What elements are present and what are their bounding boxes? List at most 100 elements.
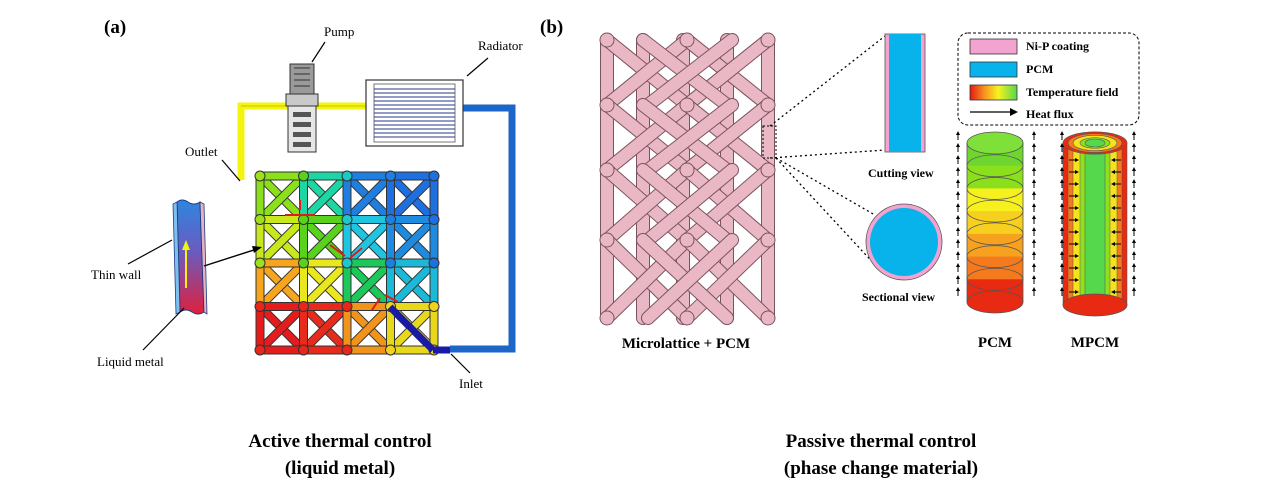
heat-flux-arrowhead <box>1060 167 1064 171</box>
legend-pcm-label: PCM <box>1026 62 1053 76</box>
heat-flux-arrowhead <box>1132 179 1136 183</box>
heat-flux-arrowhead <box>1032 203 1036 207</box>
diagonal-strut <box>642 234 738 324</box>
lattice-node <box>254 344 266 356</box>
liquid-metal-leader <box>142 307 185 351</box>
heat-flux-arrowhead <box>956 215 960 219</box>
lattice-node <box>599 232 615 248</box>
pump-label: Pump <box>324 24 354 39</box>
heat-flux-arrowhead <box>1111 290 1115 294</box>
liquid-metal-label: Liquid metal <box>97 354 164 369</box>
heat-flux-arrowhead <box>1132 287 1136 291</box>
lattice-node <box>599 97 615 113</box>
diagonal-strut <box>601 34 693 111</box>
lattice-node <box>341 301 353 312</box>
pcm-label: PCM <box>978 335 1012 351</box>
heat-flux-arrowhead <box>956 275 960 279</box>
heat-flux-arrowhead <box>1060 263 1064 267</box>
heat-flux-arrowhead <box>956 287 960 291</box>
heat-flux-arrowhead <box>1075 290 1079 294</box>
pump-flange <box>285 93 319 107</box>
lattice-node <box>341 170 353 182</box>
lattice-node <box>679 162 695 178</box>
heat-flux-arrowhead <box>1032 131 1036 135</box>
legend-temp-swatch <box>969 84 1018 101</box>
outlet-leader <box>221 159 241 182</box>
heat-flux-arrowhead <box>1060 143 1064 147</box>
heat-flux-arrowhead <box>1060 155 1064 159</box>
heat-flux-arrowhead <box>956 143 960 147</box>
panel-b: (b) Microlattice + PCM Cutting view Sect… <box>540 17 1140 479</box>
heat-flux-arrowhead <box>1132 143 1136 147</box>
mpcm-label: MPCM <box>1071 335 1119 351</box>
diagonal-strut <box>642 34 738 111</box>
microlattice-label: Microlattice + PCM <box>622 336 750 352</box>
heat-flux-arrowhead <box>1132 131 1136 135</box>
legend-nip-swatch <box>969 38 1018 55</box>
heat-flux-arrowhead <box>1111 158 1115 162</box>
heat-flux-arrowhead <box>1111 194 1115 198</box>
heat-flux-arrowhead <box>956 251 960 255</box>
heat-flux-arrowhead <box>1111 218 1115 222</box>
lattice-cell <box>255 171 308 224</box>
heat-flux-arrowhead <box>1132 239 1136 243</box>
heat-flux-arrowhead <box>1111 266 1115 270</box>
legend: Ni-P coating PCM Temperature field Heat … <box>957 32 1140 126</box>
lattice-node <box>428 214 440 225</box>
lattice-node <box>385 214 396 225</box>
outlet-label: Outlet <box>185 144 218 159</box>
legend-nip-label: Ni-P coating <box>1026 39 1089 53</box>
lattice-cell <box>255 302 308 355</box>
zoom-lines <box>769 35 886 269</box>
pump <box>285 63 319 153</box>
heat-flux-arrowhead <box>1032 191 1036 195</box>
legend-temp-label: Temperature field <box>1026 85 1119 99</box>
heat-flux-arrowhead <box>1075 254 1079 258</box>
heat-flux-arrowhead <box>1111 170 1115 174</box>
radiator-label: Radiator <box>478 38 523 53</box>
heat-flux-arrowhead <box>1075 266 1079 270</box>
lattice-cell <box>386 171 439 224</box>
lattice-node <box>760 232 776 248</box>
heat-flux-arrowhead <box>1132 227 1136 231</box>
heat-flux-arrowhead <box>956 239 960 243</box>
lattice-node <box>760 162 776 178</box>
diagonal-strut <box>681 164 774 246</box>
lattice-node <box>760 97 776 113</box>
lattice-node <box>428 301 440 312</box>
lattice-node <box>428 257 440 269</box>
heat-flux-arrowhead <box>1032 179 1036 183</box>
heat-flux-arrowhead <box>1032 239 1036 243</box>
heat-flux-arrowhead <box>956 191 960 195</box>
lattice-node <box>385 344 396 356</box>
return-pipe-blue <box>450 104 516 353</box>
diagonal-strut <box>642 164 738 246</box>
heat-flux-arrowhead <box>1111 230 1115 234</box>
cutting-view-label: Cutting view <box>868 166 934 180</box>
diagonal-strut <box>681 99 774 176</box>
pump-leader <box>311 41 326 63</box>
lattice-node <box>385 257 396 269</box>
heat-flux-arrowhead <box>1075 206 1079 210</box>
heat-flux-arrowhead <box>1060 131 1064 135</box>
heat-flux-arrowhead <box>1060 275 1064 279</box>
heat-flux-arrowhead <box>1111 278 1115 282</box>
lattice-cell <box>342 171 395 224</box>
lattice-node <box>428 170 440 182</box>
diagonal-strut <box>642 99 738 176</box>
thin-wall-leader <box>127 239 173 265</box>
heat-flux-arrowhead <box>1060 227 1064 231</box>
heat-flux-arrowhead <box>1032 143 1036 147</box>
inlet-label: Inlet <box>459 376 483 391</box>
heat-flux-arrowhead <box>1032 167 1036 171</box>
caption-b-line2: (phase change material) <box>784 458 978 479</box>
zoom-region <box>762 125 777 159</box>
lattice-node <box>599 162 615 178</box>
heat-flux-arrowhead <box>1075 158 1079 162</box>
lattice-cell <box>386 258 439 311</box>
lattice-node <box>341 214 353 225</box>
lattice-node <box>341 257 353 269</box>
lattice-cell <box>342 302 395 355</box>
heat-flux-arrowhead <box>1060 251 1064 255</box>
panel-a: (a) Pump <box>91 17 523 479</box>
